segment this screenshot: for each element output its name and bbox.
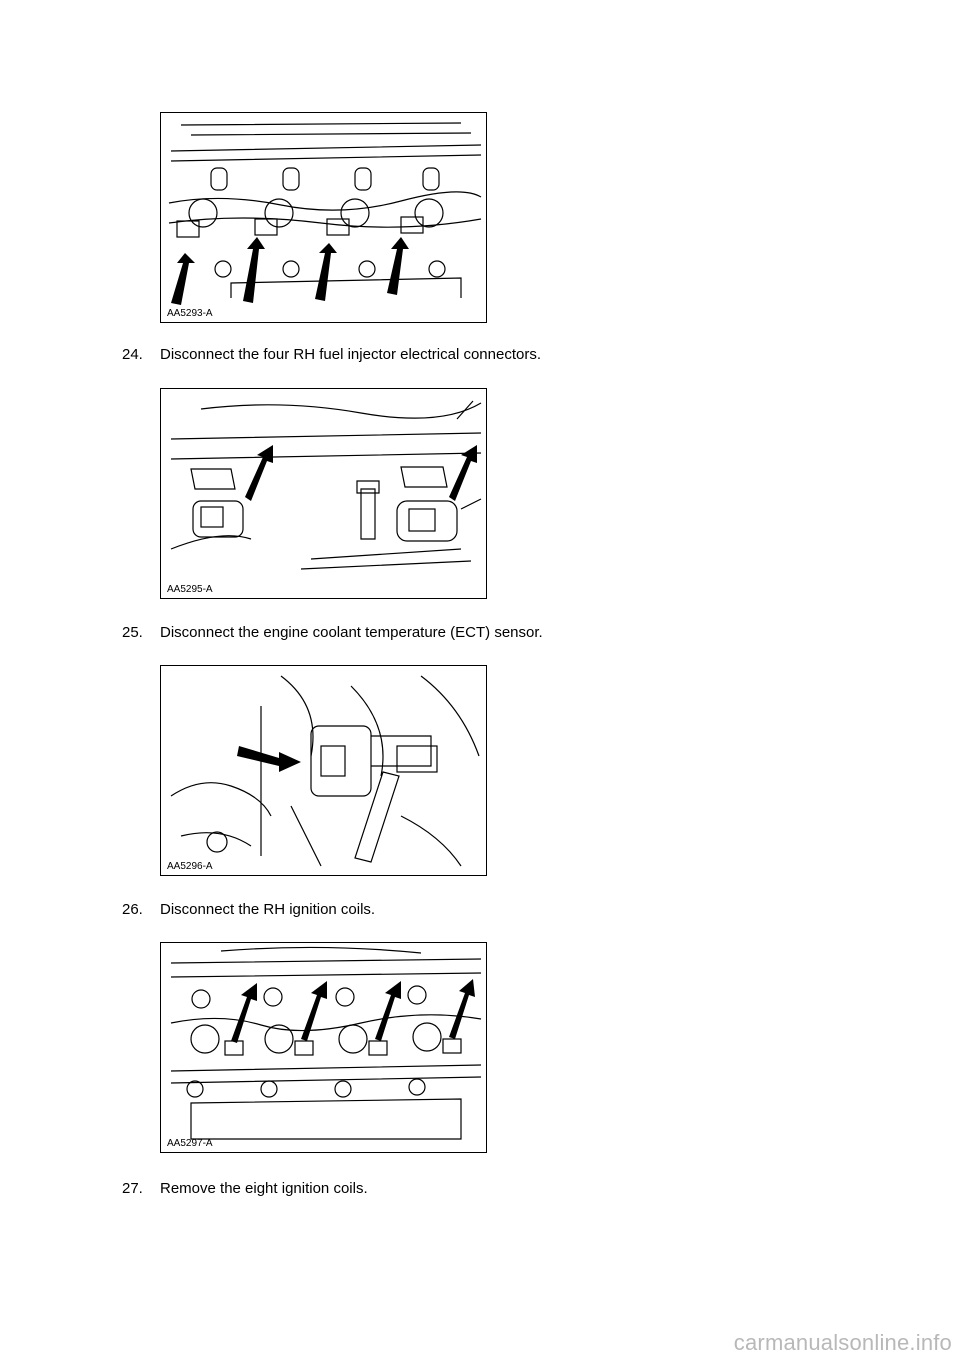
figure-fuel-injector-connectors: AA5293-A	[160, 112, 487, 323]
figure-label: AA5297-A	[167, 1138, 213, 1149]
step-text: Disconnect the four RH fuel injector ele…	[160, 346, 542, 363]
engine-illustration	[170, 400, 482, 570]
step-26: 26. Disconnect the RH ignition coils.	[122, 901, 375, 919]
step-text: Disconnect the engine coolant temperatur…	[160, 624, 543, 641]
engine-illustration	[168, 122, 482, 305]
figure-ignition-coil-connector: AA5296-A	[160, 665, 487, 876]
step-text: Remove the eight ignition coils.	[160, 1180, 368, 1197]
step-number: 27.	[122, 1180, 143, 1197]
watermark: carmanualsonline.info	[733, 1330, 952, 1355]
figure-label: AA5293-A	[167, 308, 213, 319]
engine-illustration	[170, 946, 482, 1140]
figure-label: AA5295-A	[167, 584, 213, 595]
engine-illustration	[170, 675, 480, 867]
step-number: 25.	[122, 624, 143, 641]
figure-rh-ignition-coils: AA5297-A	[160, 942, 487, 1153]
step-number: 26.	[122, 901, 143, 918]
step-25: 25. Disconnect the engine coolant tempera…	[122, 624, 543, 642]
figure-ect-sensor: AA5295-A	[160, 388, 487, 599]
step-24: 24. Disconnect the four RH fuel injector …	[122, 346, 541, 364]
figure-label: AA5296-A	[167, 861, 213, 872]
step-number: 24.	[122, 346, 143, 363]
step-text: Disconnect the RH ignition coils.	[160, 901, 376, 918]
step-27: 27. Remove the eight ignition coils.	[122, 1180, 368, 1198]
